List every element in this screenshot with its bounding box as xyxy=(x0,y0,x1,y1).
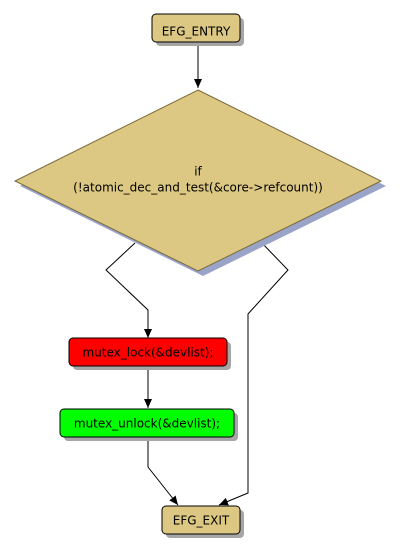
decision-line-2: (!atomic_dec_and_test(&core->refcount)) xyxy=(73,181,323,195)
entry-label: EFG_ENTRY xyxy=(162,25,231,39)
edge-decision-to-exit xyxy=(218,239,289,506)
edge-decision-to-lock xyxy=(105,242,152,338)
unlock-label: mutex_unlock(&devlist); xyxy=(74,417,220,431)
exit-label: EFG_EXIT xyxy=(173,514,230,528)
lock-node[interactable]: mutex_lock(&devlist); xyxy=(68,337,231,370)
decision-node[interactable]: if (!atomic_dec_and_test(&core->refcount… xyxy=(13,89,386,276)
lock-label: mutex_lock(&devlist); xyxy=(83,346,214,360)
exit-node[interactable]: EFG_EXIT xyxy=(161,505,244,538)
decision-line-1: if xyxy=(194,165,202,179)
entry-node[interactable]: EFG_ENTRY xyxy=(151,13,244,46)
edges xyxy=(105,46,289,506)
unlock-node[interactable]: mutex_unlock(&devlist); xyxy=(59,408,238,441)
edge-unlock-to-exit xyxy=(147,437,179,506)
